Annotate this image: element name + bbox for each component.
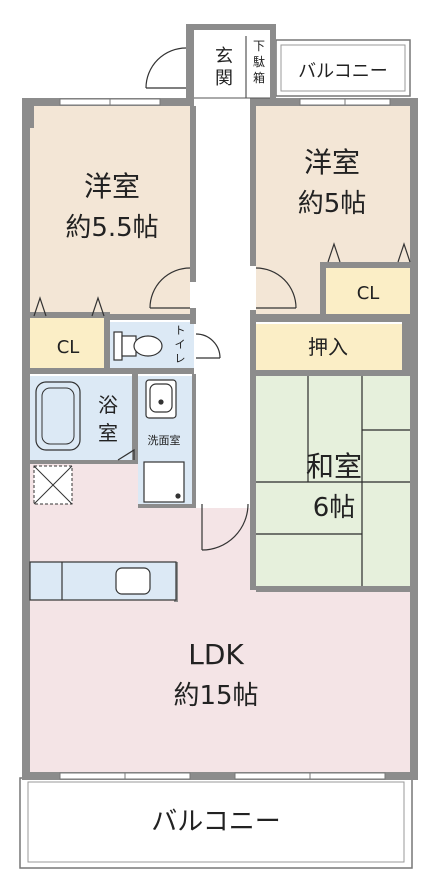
balcony-bottom <box>19 777 413 869</box>
toilet-fixture <box>113 331 163 361</box>
balcony-top <box>275 39 411 97</box>
sink <box>145 379 177 419</box>
shoebox-label-1: 下 <box>253 39 265 53</box>
western-right-name: 洋室 <box>304 146 360 179</box>
washing-machine <box>143 461 185 503</box>
oshiire-label: 押入 <box>308 335 348 359</box>
toilet-label-3: レ <box>175 352 186 365</box>
bathtub <box>35 381 81 451</box>
toilet-label-2: イ <box>175 338 186 351</box>
shoebox-label-2: 駄 <box>253 54 265 69</box>
storage-box <box>33 465 73 505</box>
oshiire <box>256 324 402 370</box>
closet-right <box>326 268 410 314</box>
bath-label-2: 室 <box>98 421 118 445</box>
shoebox-label-3: 箱 <box>253 70 265 85</box>
kitchen-counter <box>29 561 177 601</box>
windows <box>59 98 391 780</box>
washroom-label: 洗面室 <box>148 433 181 447</box>
closet-right-label: CL <box>357 283 380 304</box>
western-room-left <box>30 106 190 316</box>
balcony-top-label: バルコニー <box>298 61 388 82</box>
japanese-size: 6帖 <box>313 493 356 523</box>
western-left-name: 洋室 <box>84 170 140 203</box>
doors <box>33 47 411 551</box>
japanese-name: 和室 <box>306 450 362 483</box>
balcony-bottom-label: バルコニー <box>151 807 280 837</box>
bath-label-1: 浴 <box>98 393 118 417</box>
ldk-name: LDK <box>188 638 244 671</box>
western-left-size: 約5.5帖 <box>65 213 158 243</box>
entrance <box>190 36 246 98</box>
japanese-room <box>256 376 410 586</box>
western-right-size: 約5帖 <box>298 189 367 219</box>
toilet-label-1: ト <box>175 324 186 337</box>
entrance-label-1: 玄 <box>215 46 233 67</box>
hallway <box>196 98 250 508</box>
entrance-label-2: 関 <box>215 68 233 89</box>
closet-left <box>30 318 106 368</box>
tatami-lines <box>256 376 410 586</box>
closet-left-label: CL <box>57 337 80 358</box>
ldk-size: 約15帖 <box>173 681 258 711</box>
